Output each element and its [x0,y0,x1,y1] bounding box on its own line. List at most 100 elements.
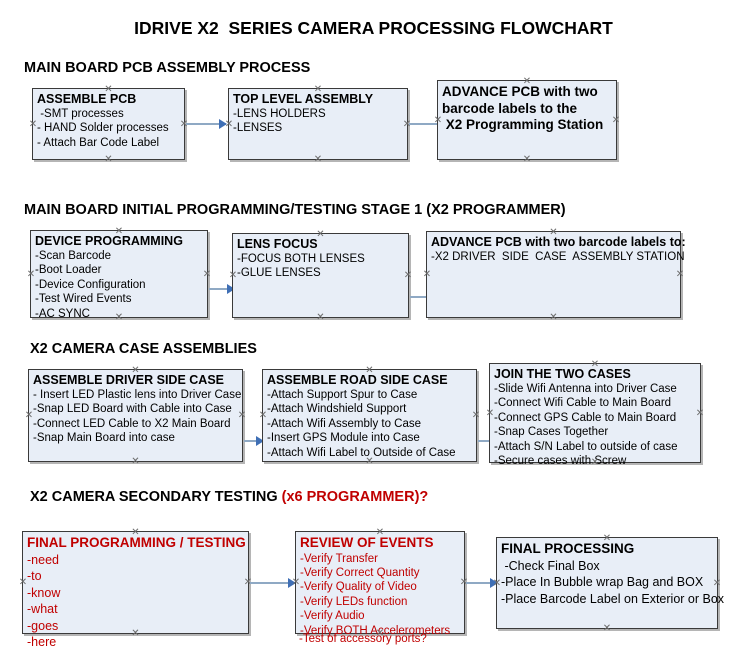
connector-handle-bottom[interactable]: ✕ [522,153,532,165]
connector-handle-bottom[interactable]: ✕ [114,311,124,323]
node-line: -Check Final Box [501,558,600,573]
section-heading-4: X2 CAMERA SECONDARY TESTING (x6 PROGRAMM… [30,489,428,505]
connector-handle-left[interactable]: ✕ [492,577,502,589]
connector-handle-right[interactable]: ✕ [202,268,212,280]
node-lens-focus[interactable]: LENS FOCUS -FOCUS BOTH LENSES -GLUE LENS… [228,228,412,322]
connector-handle-right[interactable]: ✕ [179,118,189,130]
connector-arrow [186,123,226,125]
connector-handle-top[interactable]: ✕ [313,83,323,95]
node-line: -GLUE LENSES [237,267,321,280]
node-title: FINAL PROGRAMMING / TESTING [27,535,246,550]
arrowhead-icon [219,119,227,129]
node-line: -Attach S/N Label to outside of case [494,440,678,453]
connector-handle-right[interactable]: ✕ [459,577,469,588]
node-title: TOP LEVEL ASSEMBLY [233,92,374,106]
node-line: -X2 DRIVER SIDE CASE ASSEMBLY STATION [431,251,685,263]
connector-handle-left[interactable]: ✕ [485,407,495,419]
connector-handle-top[interactable]: ✕ [365,364,374,376]
connector-handle-top[interactable]: ✕ [375,526,385,538]
section-heading-4-label: X2 CAMERA SECONDARY TESTING [30,489,282,505]
section-heading-4-red-label: (x6 PROGRAMMER)? [281,489,429,505]
node-line: -SMT processes [37,108,124,120]
connector-handle-bottom[interactable]: ✕ [131,455,140,467]
section-heading-1: MAIN BOARD PCB ASSEMBLY PROCESS [24,60,310,76]
arrowhead-icon [227,284,235,294]
node-line: -need [27,552,59,567]
connector-handle-right[interactable]: ✕ [675,269,685,280]
node-line: -Verify LEDs function [300,595,408,608]
connector-handle-right[interactable]: ✕ [237,410,247,421]
node-title: JOIN THE TWO CASES [494,367,631,381]
node-line: -Place In Bubble wrap Bag and BOX [501,575,704,589]
connector-arrow [478,440,498,442]
connector-handle-top[interactable]: ✕ [104,83,113,95]
node-line: -Verify Transfer [300,552,378,565]
connector-handle-right[interactable]: ✕ [611,114,621,126]
connector-handle-bottom[interactable]: ✕ [313,153,323,165]
node-line: -Connect LED Cable to X2 Main Board [33,417,231,430]
node-assemble-driver-side-case[interactable]: ASSEMBLE DRIVER SIDE CASE - Insert LED P… [24,364,246,466]
connector-handle-bottom[interactable]: ✕ [104,153,113,165]
node-join-the-two-cases[interactable]: JOIN THE TWO CASES -Slide Wifi Antenna i… [485,358,704,467]
connector-handle-left[interactable]: ✕ [258,410,268,421]
connector-handle-right[interactable]: ✕ [403,270,413,281]
connector-handle-top[interactable]: ✕ [602,532,612,544]
connector-handle-left[interactable]: ✕ [422,269,432,280]
connector-handle-right[interactable]: ✕ [471,410,481,421]
node-line: -Secure cases with Screw [494,455,627,468]
connector-handle-left[interactable]: ✕ [224,118,234,130]
node-line: -Connect GPS Cable to Main Board [494,411,677,424]
node-line: -to [27,569,42,583]
connector-arrow [244,440,264,442]
connector-handle-top[interactable]: ✕ [590,358,600,370]
connector-handle-bottom[interactable]: ✕ [375,627,385,639]
section-heading-2-label: MAIN BOARD INITIAL PROGRAMMING/TESTING S… [24,202,566,218]
connector-handle-left[interactable]: ✕ [24,410,34,421]
node-device-programming[interactable]: DEVICE PROGRAMMING -Scan Barcode -Boot L… [26,225,211,322]
node-advance-pcb-x2-programming[interactable]: ADVANCE PCB with two barcode labels to t… [433,75,620,164]
connector-handle-bottom[interactable]: ✕ [131,627,140,639]
connector-handle-left[interactable]: ✕ [433,114,443,126]
connector-handle-bottom[interactable]: ✕ [316,311,325,323]
node-line: -Snap Cases Together [494,426,609,439]
section-heading-3: X2 CAMERA CASE ASSEMBLIES [30,341,257,357]
connector-handle-right[interactable]: ✕ [695,407,705,419]
connector-handle-right[interactable]: ✕ [402,118,412,130]
connector-handle-top[interactable]: ✕ [549,226,558,238]
connector-handle-bottom[interactable]: ✕ [590,456,600,468]
connector-handle-bottom[interactable]: ✕ [365,455,374,467]
connector-handle-right[interactable]: ✕ [712,577,722,589]
node-final-processing[interactable]: FINAL PROCESSING -Check Final Box -Place… [492,532,724,633]
connector-handle-top[interactable]: ✕ [316,228,325,240]
node-assemble-pcb[interactable]: ASSEMBLE PCB -SMT processes - HAND Solde… [28,83,188,164]
page-title: IDRIVE X2 SERIES CAMERA PROCESSING FLOWC… [134,18,613,38]
connector-handle-bottom[interactable]: ✕ [549,311,558,323]
node-line: -goes [27,618,59,633]
node-title: ADVANCE PCB with two [442,84,598,99]
connector-handle-bottom[interactable]: ✕ [602,622,612,634]
node-assemble-road-side-case[interactable]: ASSEMBLE ROAD SIDE CASE -Attach Support … [258,364,480,466]
connector-handle-top[interactable]: ✕ [114,225,124,237]
node-line: -Boot Loader [35,264,102,277]
connector-handle-left[interactable]: ✕ [291,577,301,588]
connector-handle-left[interactable]: ✕ [228,270,238,281]
connector-handle-left[interactable]: ✕ [26,268,36,280]
node-line: -LENS HOLDERS [233,108,326,120]
node-line: -Device Configuration [35,278,146,291]
node-advance-pcb-driver-side[interactable]: ADVANCE PCB with two barcode labels to: … [422,226,686,322]
connector-handle-top[interactable]: ✕ [131,364,140,376]
node-title: ASSEMBLE ROAD SIDE CASE [267,373,448,387]
node-top-level-assembly[interactable]: TOP LEVEL ASSEMBLY -LENS HOLDERS -LENSES… [224,83,411,164]
connector-handle-left[interactable]: ✕ [18,577,28,588]
node-review-of-events[interactable]: REVIEW OF EVENTS -Verify Transfer -Verif… [291,526,468,638]
node-line: -Slide Wifi Antenna into Driver Case [494,383,677,395]
node-line: -Snap LED Board with Cable into Case [33,403,232,416]
section-heading-3-label: X2 CAMERA CASE ASSEMBLIES [30,341,257,357]
node-final-programming-testing[interactable]: FINAL PROGRAMMING / TESTING -need -to -k… [18,526,252,649]
connector-handle-top[interactable]: ✕ [131,526,140,538]
connector-handle-left[interactable]: ✕ [28,118,38,130]
connector-handle-top[interactable]: ✕ [522,75,532,87]
arrowhead-icon [288,578,296,588]
arrowhead-icon [256,436,264,446]
connector-handle-right[interactable]: ✕ [243,577,253,588]
